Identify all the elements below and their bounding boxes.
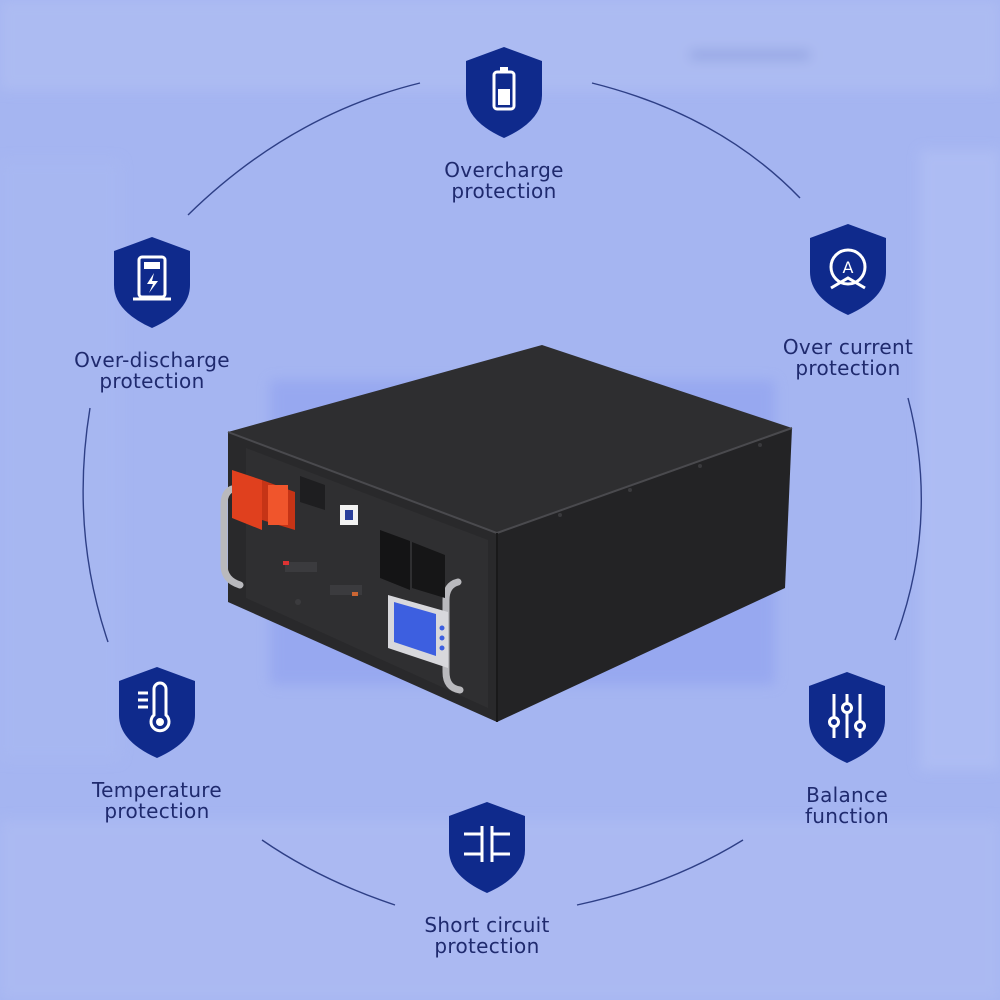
ammeter-icon: A — [810, 224, 886, 315]
battery-icon — [466, 47, 542, 138]
feature-over-current: A Over current protection — [738, 222, 958, 379]
circuit-icon — [449, 802, 525, 893]
feature-temperature-line1: Temperature — [92, 778, 222, 802]
svg-text:A: A — [843, 258, 854, 277]
feature-over-discharge-line1: Over-discharge — [74, 348, 230, 372]
thermometer-icon — [119, 667, 195, 758]
feature-temperature: Temperature protection — [47, 665, 267, 822]
feature-balance-line1: Balance — [806, 783, 888, 807]
feature-short-circuit: Short circuit protection — [377, 800, 597, 957]
feature-overcharge: Overcharge protection — [394, 45, 614, 202]
sliders-icon — [809, 672, 885, 763]
feature-temperature-line2: protection — [104, 799, 210, 823]
feature-over-discharge: Over-discharge protection — [42, 235, 262, 392]
feature-short-circuit-line1: Short circuit — [424, 913, 550, 937]
feature-overcharge-line1: Overcharge — [444, 158, 564, 182]
feature-over-current-line2: protection — [795, 356, 901, 380]
feature-short-circuit-line2: protection — [434, 934, 540, 958]
feature-over-current-line1: Over current — [782, 335, 914, 359]
battery-module-image — [220, 345, 793, 722]
feature-balance: Balance function — [737, 670, 957, 827]
feature-over-discharge-line2: protection — [99, 369, 205, 393]
feature-balance-line2: function — [804, 804, 890, 828]
feature-overcharge-line2: protection — [451, 179, 557, 203]
charging-station-icon — [114, 237, 190, 328]
